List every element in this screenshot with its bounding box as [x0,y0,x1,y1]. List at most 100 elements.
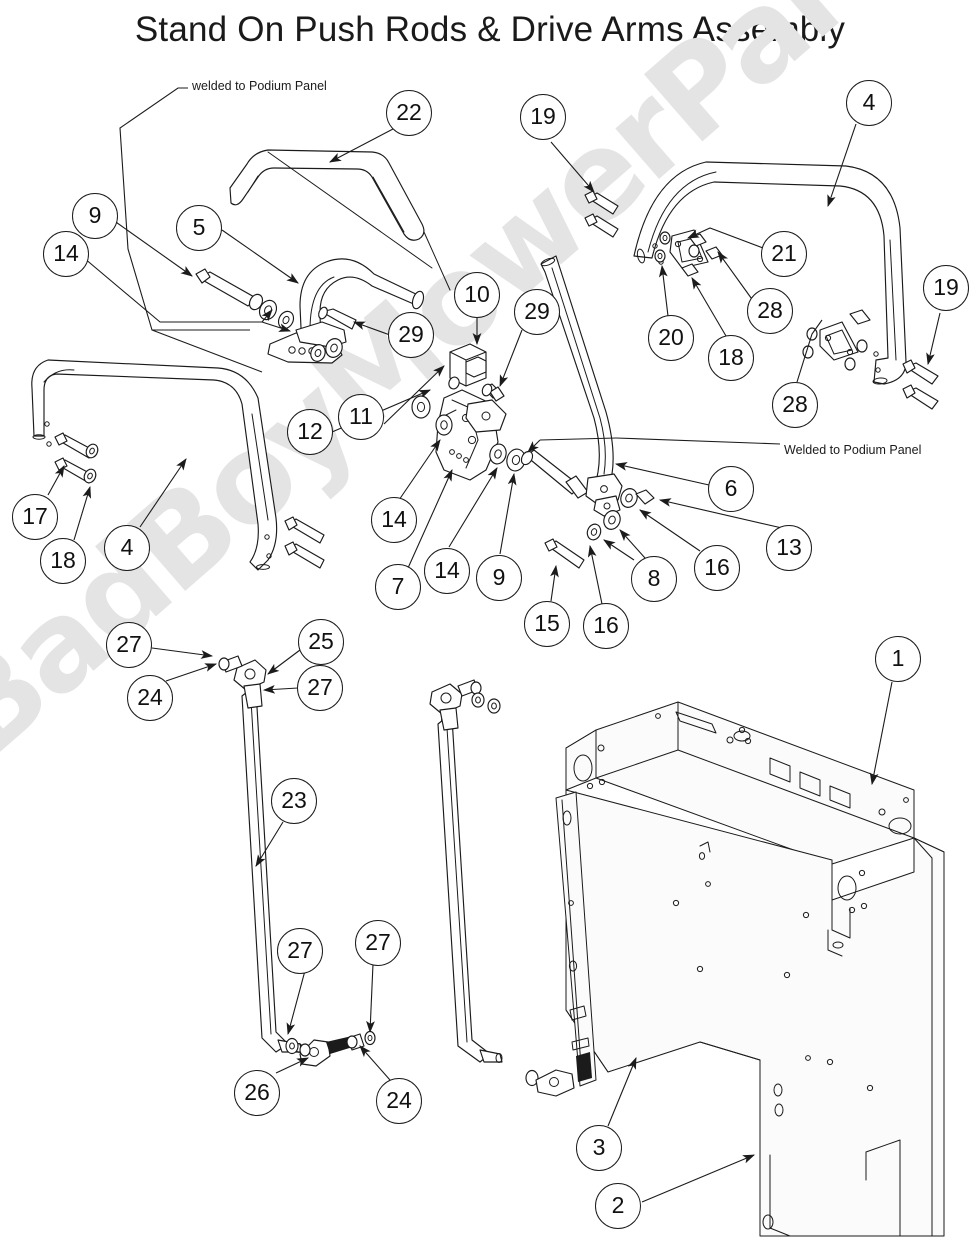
callout-label: 21 [771,240,797,266]
callout-2[interactable]: 2 [595,1183,641,1229]
callout-23[interactable]: 23 [271,778,317,824]
callout-28a[interactable]: 28 [747,288,793,334]
callout-label: 5 [192,214,206,240]
callout-9b[interactable]: 9 [476,555,522,601]
callout-label: 14 [381,506,407,532]
callout-label: 6 [724,475,738,501]
callout-18b[interactable]: 18 [708,335,754,381]
part-23-push-rod-right [437,717,503,1063]
callout-29b[interactable]: 29 [514,289,560,335]
callout-label: 25 [308,628,334,654]
callout-label: 26 [244,1079,270,1105]
callout-label: 16 [593,612,619,638]
callout-17[interactable]: 17 [12,494,58,540]
part-29-center-bolt [481,383,505,402]
page-title: Stand On Push Rods & Drive Arms Assembly [134,10,846,49]
callout-4b[interactable]: 4 [104,525,150,571]
callout-label: 27 [287,937,313,963]
hardware-group-bar6 [544,488,655,569]
callout-label: 19 [530,103,556,129]
callout-12[interactable]: 12 [287,409,333,455]
part-10-switch-block [448,343,487,390]
callout-14a[interactable]: 14 [43,231,89,277]
part-25-rod-end-upper-left [218,655,267,709]
part-21-bracket-upper [654,229,723,277]
callout-7[interactable]: 7 [375,564,421,610]
callout-18a[interactable]: 18 [40,538,86,584]
callout-label: 18 [718,344,744,370]
callout-label: 29 [524,298,550,324]
callout-4a[interactable]: 4 [846,80,892,126]
callout-label: 3 [592,1134,606,1160]
part-7-pivot-plate [435,389,507,481]
part-19-bolts-right [902,359,939,410]
hardware-bushings-center [411,395,526,472]
callout-20[interactable]: 20 [648,315,694,361]
callout-label: 23 [281,787,307,813]
part-3-brace [525,791,597,1097]
callout-label: 12 [297,418,323,444]
callout-label: 11 [349,403,373,429]
callout-11[interactable]: 11 [338,394,384,440]
callout-27b[interactable]: 27 [297,665,343,711]
callout-label: 28 [757,297,783,323]
callout-label: 14 [53,240,79,266]
callout-19a[interactable]: 19 [520,94,566,140]
callout-27a[interactable]: 27 [106,622,152,668]
callout-label: 16 [704,554,730,580]
part-25-rod-end-upper-right [429,679,501,731]
callout-5[interactable]: 5 [176,205,222,251]
callout-label: 29 [398,321,424,347]
callout-label: 22 [396,99,422,125]
callout-3[interactable]: 3 [576,1125,622,1171]
part-28-bracket-lower [802,309,871,371]
callout-9a[interactable]: 9 [72,193,118,239]
callout-22[interactable]: 22 [386,90,432,136]
callout-10[interactable]: 10 [454,272,500,318]
hardware-group-left-bar [54,432,99,484]
callout-label: 20 [658,324,684,350]
callout-29a[interactable]: 29 [388,312,434,358]
callout-label: 13 [776,534,802,560]
callout-label: 27 [307,674,333,700]
callout-13[interactable]: 13 [766,525,812,571]
callout-label: 1 [891,645,905,671]
callout-label: 7 [391,573,405,599]
part-1-podium-panel-frame [565,701,945,1237]
callout-label: 2 [611,1192,625,1218]
callout-16a[interactable]: 16 [583,603,629,649]
callout-label: 8 [647,565,661,591]
callout-8[interactable]: 8 [631,556,677,602]
callout-24b[interactable]: 24 [376,1078,422,1124]
hardware-group-bar4-right [284,516,325,569]
callout-6[interactable]: 6 [708,466,754,512]
part-22-handle-bar [229,149,425,241]
part-4-right-handle-bar [633,161,907,385]
part-26-rod-end-lower [285,1036,356,1067]
callout-27c[interactable]: 27 [277,928,323,974]
part-center-push-link [520,449,589,499]
callout-label: 9 [88,202,102,228]
callout-label: 4 [120,534,134,560]
callout-16b[interactable]: 16 [694,545,740,591]
callout-24a[interactable]: 24 [127,675,173,721]
callout-label: 27 [116,631,142,657]
part-19-bolts-top [584,190,619,238]
callout-21[interactable]: 21 [761,231,807,277]
callout-label: 10 [464,281,490,307]
callout-26[interactable]: 26 [234,1070,280,1116]
callout-label: 14 [434,557,460,583]
part-23-push-rod-left [241,689,303,1053]
callout-25[interactable]: 25 [298,619,344,665]
callout-14c[interactable]: 14 [424,548,470,594]
callout-14b[interactable]: 14 [371,497,417,543]
callout-1[interactable]: 1 [875,636,921,682]
callout-27d[interactable]: 27 [355,920,401,966]
callout-label: 24 [137,684,163,710]
callout-19b[interactable]: 19 [923,265,969,311]
callout-28b[interactable]: 28 [772,382,818,428]
callout-15[interactable]: 15 [524,601,570,647]
callout-label: 17 [22,503,48,529]
